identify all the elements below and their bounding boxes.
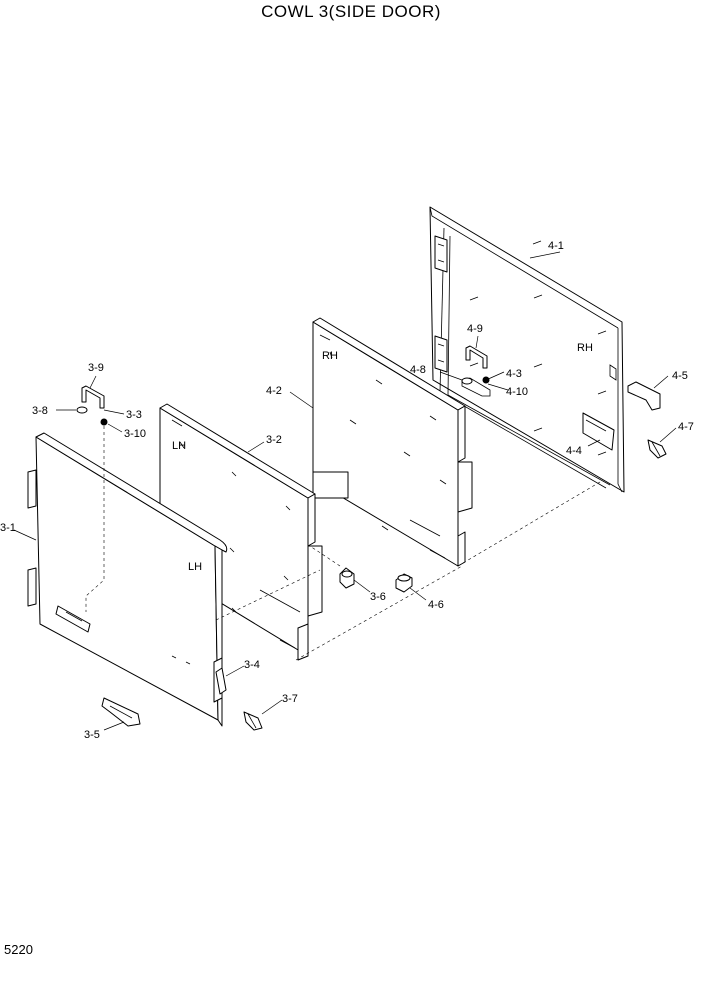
label-lh-inner: LH — [172, 440, 186, 452]
callout-4-3: 4-3 — [506, 368, 522, 380]
callout-3-7: 3-7 — [282, 693, 298, 705]
label-rh-inner: RH — [322, 350, 338, 362]
callout-3-9: 3-9 — [88, 362, 104, 374]
callout-4-8: 4-8 — [410, 364, 426, 376]
page-title: COWL 3(SIDE DOOR) — [261, 2, 441, 21]
callout-3-8: 3-8 — [32, 405, 48, 417]
callout-4-6: 4-6 — [428, 599, 444, 611]
callout-4-7: 4-7 — [678, 421, 694, 433]
rubber-stops — [339, 567, 413, 593]
callout-3-6: 3-6 — [370, 591, 386, 603]
callout-4-5: 4-5 — [672, 370, 688, 382]
callout-4-2: 4-2 — [266, 385, 282, 397]
callout-3-5: 3-5 — [84, 729, 100, 741]
alignment-lines — [215, 481, 601, 661]
lh-bolt-latch — [215, 667, 263, 731]
rh-door-frame — [429, 206, 625, 493]
callout-4-1: 4-1 — [548, 240, 564, 252]
label-lh-outer: LH — [188, 561, 202, 573]
callout-4-4: 4-4 — [566, 445, 582, 457]
callout-3-3: 3-3 — [126, 409, 142, 421]
lh-handle-parts — [76, 385, 108, 612]
callout-4-9: 4-9 — [467, 323, 483, 335]
callout-3-10: 3-10 — [124, 428, 146, 440]
leader-lines — [13, 251, 677, 731]
rh-door-inner-panel — [312, 317, 473, 567]
page-number: 5220 — [4, 942, 33, 957]
rh-bracket-bolt — [627, 381, 667, 459]
callout-3-2: 3-2 — [266, 434, 282, 446]
callout-3-1: 3-1 — [0, 522, 16, 534]
label-rh-outer: RH — [577, 342, 593, 354]
lh-door-handle — [101, 697, 141, 727]
callout-4-10: 4-10 — [506, 386, 528, 398]
callout-3-4: 3-4 — [244, 659, 260, 671]
lh-door-inner-panel — [159, 403, 323, 661]
